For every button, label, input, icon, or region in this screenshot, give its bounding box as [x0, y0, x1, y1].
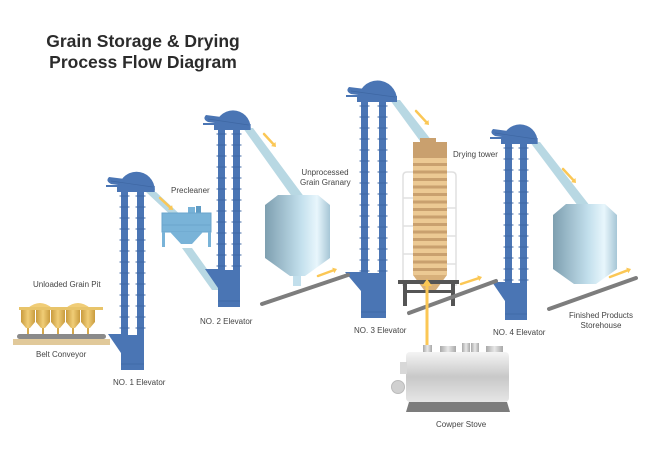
- stove-burner: [391, 380, 405, 394]
- label-belt-conveyor: Belt Conveyor: [36, 350, 87, 359]
- elevator-spout: [106, 185, 120, 187]
- elevator-boot: [121, 335, 144, 370]
- elevator-column-left: [218, 128, 225, 270]
- elevator-2: [203, 110, 251, 307]
- chutes: [146, 100, 590, 290]
- hot-air-arrowhead: [422, 279, 432, 286]
- conveyor-granary-to-elevator3: [260, 273, 350, 306]
- dryer-crossbar: [403, 290, 455, 293]
- elevator-inlet-hopper: [345, 272, 361, 291]
- hopper-spouts: [27, 328, 89, 334]
- stove-body: [406, 352, 509, 402]
- precleaner-hopper: [170, 232, 203, 244]
- arrow-to-dryer-icon: [414, 109, 429, 125]
- chute-elevator2-to-granary: [243, 128, 305, 198]
- chute-precleaner-to-elevator2: [182, 248, 222, 290]
- label-elevator-4: NO. 4 Elevator: [493, 328, 546, 337]
- dryer-frame: [402, 171, 457, 286]
- label-granary-line-2: Grain Granary: [300, 178, 351, 187]
- label-drying-tower: Drying tower: [453, 150, 498, 159]
- elevator-inlet-hopper: [492, 282, 505, 301]
- dryer-leg-left: [403, 284, 407, 306]
- precleaner-leg-left: [162, 232, 165, 247]
- elevator-spout: [203, 123, 217, 125]
- elevator-column-left: [505, 142, 512, 283]
- unloaded-grain-pit: [13, 303, 110, 345]
- arrow-to-granary-icon: [262, 132, 276, 147]
- granary-cone: [265, 258, 330, 276]
- label-unprocessed-grain-granary: Unprocessed Grain Granary: [300, 168, 351, 188]
- diagram-title: Grain Storage & Drying Process Flow Diag…: [45, 31, 241, 73]
- elevator-inlet-hopper: [205, 269, 218, 288]
- elevator-boot: [505, 283, 527, 320]
- grain-heap-left: [28, 303, 52, 308]
- precleaner: [161, 206, 212, 247]
- label-elevator-3: NO. 3 Elevator: [354, 326, 407, 335]
- elevator-column-left: [361, 100, 368, 273]
- elevator-1: [106, 171, 155, 370]
- title-line-1: Grain Storage & Drying: [46, 31, 240, 51]
- storehouse-cone: [553, 269, 617, 284]
- elevator-boot: [218, 270, 240, 307]
- label-storehouse-line-1: Finished Products: [568, 311, 634, 320]
- screw-conveyors: [260, 273, 638, 315]
- belt-conveyor: [17, 334, 106, 339]
- label-precleaner: Precleaner: [171, 186, 210, 195]
- elevator-4: [490, 124, 538, 320]
- arrow-granary-to-elevator3-icon: [316, 267, 337, 278]
- flow-arrows: [158, 109, 631, 286]
- chute-elevator4-to-storehouse: [530, 142, 590, 206]
- label-granary-line-1: Unprocessed: [301, 168, 349, 177]
- label-unloaded-grain-pit: Unloaded Grain Pit: [33, 280, 101, 289]
- label-finished-products-storehouse: Finished Products Storehouse: [566, 311, 636, 331]
- arrow-out-storehouse-icon: [608, 267, 631, 279]
- precleaner-motor: [188, 207, 195, 213]
- label-elevator-1: NO. 1 Elevator: [113, 378, 166, 387]
- granary-roof: [265, 195, 330, 205]
- stove-door: [400, 362, 407, 374]
- elevator-spout: [346, 95, 360, 97]
- elevator-spout: [490, 137, 504, 139]
- conveyor-to-storehouse: [547, 276, 638, 311]
- arrow-to-precleaner-icon: [158, 196, 173, 210]
- label-storehouse-line-2: Storehouse: [580, 321, 622, 330]
- hopper-rim: [19, 307, 103, 310]
- precleaner-leg-right: [208, 232, 211, 247]
- elevator-boot: [361, 273, 386, 318]
- dryer-cap: [420, 138, 436, 142]
- storehouse-roof: [553, 204, 617, 215]
- granary-body: [265, 205, 330, 258]
- arrow-dryer-to-elevator4-icon: [459, 275, 482, 286]
- label-cowper-stove: Cowper Stove: [436, 420, 487, 429]
- hoppers: [21, 310, 95, 328]
- grain-heap-right: [66, 303, 90, 308]
- label-elevator-2: NO. 2 Elevator: [200, 317, 253, 326]
- pit-base: [13, 339, 110, 345]
- cowper-stove: [391, 343, 510, 412]
- elevator-column-right: [233, 128, 240, 270]
- elevator-column-right: [379, 100, 386, 273]
- storehouse-body: [553, 215, 617, 269]
- dryer-top: [413, 142, 447, 158]
- elevators: [106, 80, 538, 370]
- chute-elevator3-to-dryer: [390, 100, 432, 141]
- drying-tower: [398, 138, 459, 306]
- conveyor-dryer-to-elevator4: [407, 279, 498, 315]
- arrow-to-storehouse-icon: [561, 167, 576, 183]
- dryer-stripes: [413, 163, 447, 271]
- title-line-2: Process Flow Diagram: [49, 52, 237, 72]
- elevator-inlet-hopper: [108, 334, 121, 353]
- elevator-column-right: [520, 142, 527, 283]
- finished-products-storehouse: [553, 204, 617, 284]
- stove-base: [406, 402, 510, 412]
- granary-outlet: [293, 276, 301, 286]
- elevator-3: [345, 80, 397, 318]
- precleaner-motor2: [196, 206, 201, 213]
- unprocessed-grain-granary: [265, 195, 330, 286]
- precleaner-body: [161, 212, 212, 233]
